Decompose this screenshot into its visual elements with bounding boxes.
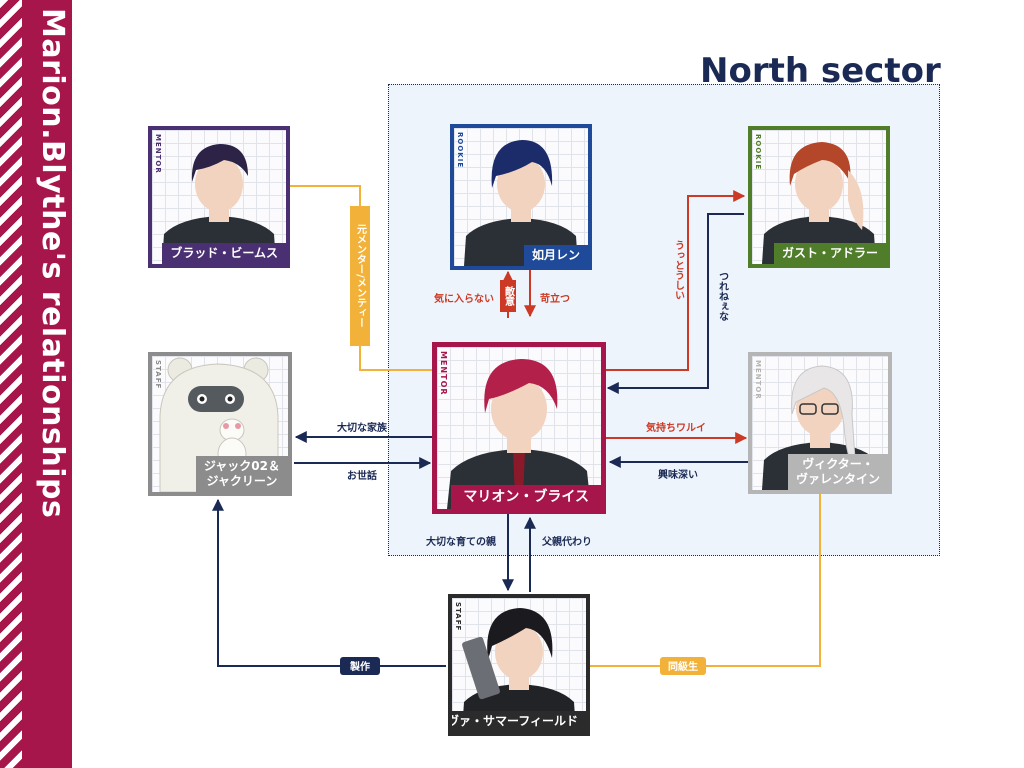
role-label: MENTOR: [754, 360, 762, 400]
character-name: ヴィクター・: [802, 457, 874, 471]
link-nova-viktor: [590, 494, 821, 667]
label-nova-to-marion: 父親代わり: [541, 535, 592, 548]
label-gast-to-marion: つれねぇな: [717, 271, 729, 321]
role-label: ROOKIE: [754, 134, 762, 171]
tag-nova-jack-bg: [340, 657, 380, 675]
character-card-jack: STAFF ジャック02＆ ジャクリーン: [148, 352, 292, 496]
character-card-ren: ROOKIE 如月レン: [450, 124, 592, 270]
tag-nova-jack: 製作: [349, 660, 370, 673]
role-label: MENTOR: [439, 351, 448, 396]
character-card-gast: ROOKIE ガスト・アドラー: [748, 126, 890, 268]
label-viktor-to-marion: 興味深い: [658, 468, 698, 481]
name-plate: ヴィクター・ ヴァレンタイン: [787, 454, 888, 490]
label-marion-to-nova: 大切な育ての親: [426, 535, 496, 548]
role-label: STAFF: [154, 360, 162, 390]
role-label: STAFF: [454, 602, 462, 632]
sidebar-stripes: [0, 0, 22, 768]
label-jack-to-marion: お世話: [347, 469, 377, 482]
character-name-line2: ヴァレンタイン: [795, 472, 880, 486]
sidebar-banner: Marion.Blythe's relationships: [0, 0, 72, 768]
sector-title: North sector: [700, 51, 941, 91]
character-card-nova: STAFF ノヴァ・サマーフィールド: [448, 594, 590, 736]
character-name: ガスト・アドラー: [781, 246, 878, 260]
name-plate: ブラッド・ビームス: [162, 243, 286, 264]
character-card-marion: MENTOR マリオン・ブライス: [432, 342, 606, 514]
character-name: ブラッド・ビームス: [170, 246, 278, 260]
character-name: ノヴァ・サマーフィールド: [448, 714, 578, 728]
tag-ren-marion: 敵意: [503, 285, 515, 307]
character-name: ジャック02＆: [203, 459, 280, 473]
role-label: ROOKIE: [456, 132, 464, 169]
label-marion-to-jack: 大切な家族: [337, 421, 388, 434]
name-plate: ノヴァ・サマーフィールド: [448, 711, 586, 732]
character-name: マリオン・ブライス: [463, 489, 589, 505]
name-plate: 如月レン: [523, 245, 588, 266]
tag-ren-marion-bg: [500, 280, 516, 312]
link-nova-to-jack: [212, 498, 446, 667]
label-marion-to-ren: 苛立つ: [540, 292, 570, 305]
character-card-brad: MENTOR ブラッド・ビームス: [148, 126, 290, 268]
label-marion-to-viktor: 気持ちワルイ: [645, 421, 706, 434]
link-marion-to-gast: [604, 190, 746, 371]
tag-nova-viktor-bg: [660, 657, 706, 675]
tag-brad-marion: 元メンター/メンティー: [355, 224, 367, 328]
link-gast-to-marion: [606, 213, 744, 394]
character-name-line2: ジャクリーン: [206, 474, 278, 488]
name-plate: ガスト・アドラー: [773, 243, 886, 264]
name-plate: ジャック02＆ ジャクリーン: [195, 456, 288, 492]
tag-brad-marion-bg: [350, 206, 370, 346]
label-marion-to-gast: うっとうしい: [673, 240, 684, 300]
character-card-viktor: MENTOR ヴィクター・ ヴァレンタイン: [748, 352, 892, 494]
tag-nova-viktor: 同級生: [668, 660, 698, 673]
name-plate: マリオン・ブライス: [451, 485, 601, 509]
role-label: MENTOR: [154, 134, 162, 174]
label-ren-to-marion: 気に入らない: [433, 292, 494, 305]
character-name: 如月レン: [531, 248, 580, 262]
page-title: Marion.Blythe's relationships: [35, 8, 70, 519]
